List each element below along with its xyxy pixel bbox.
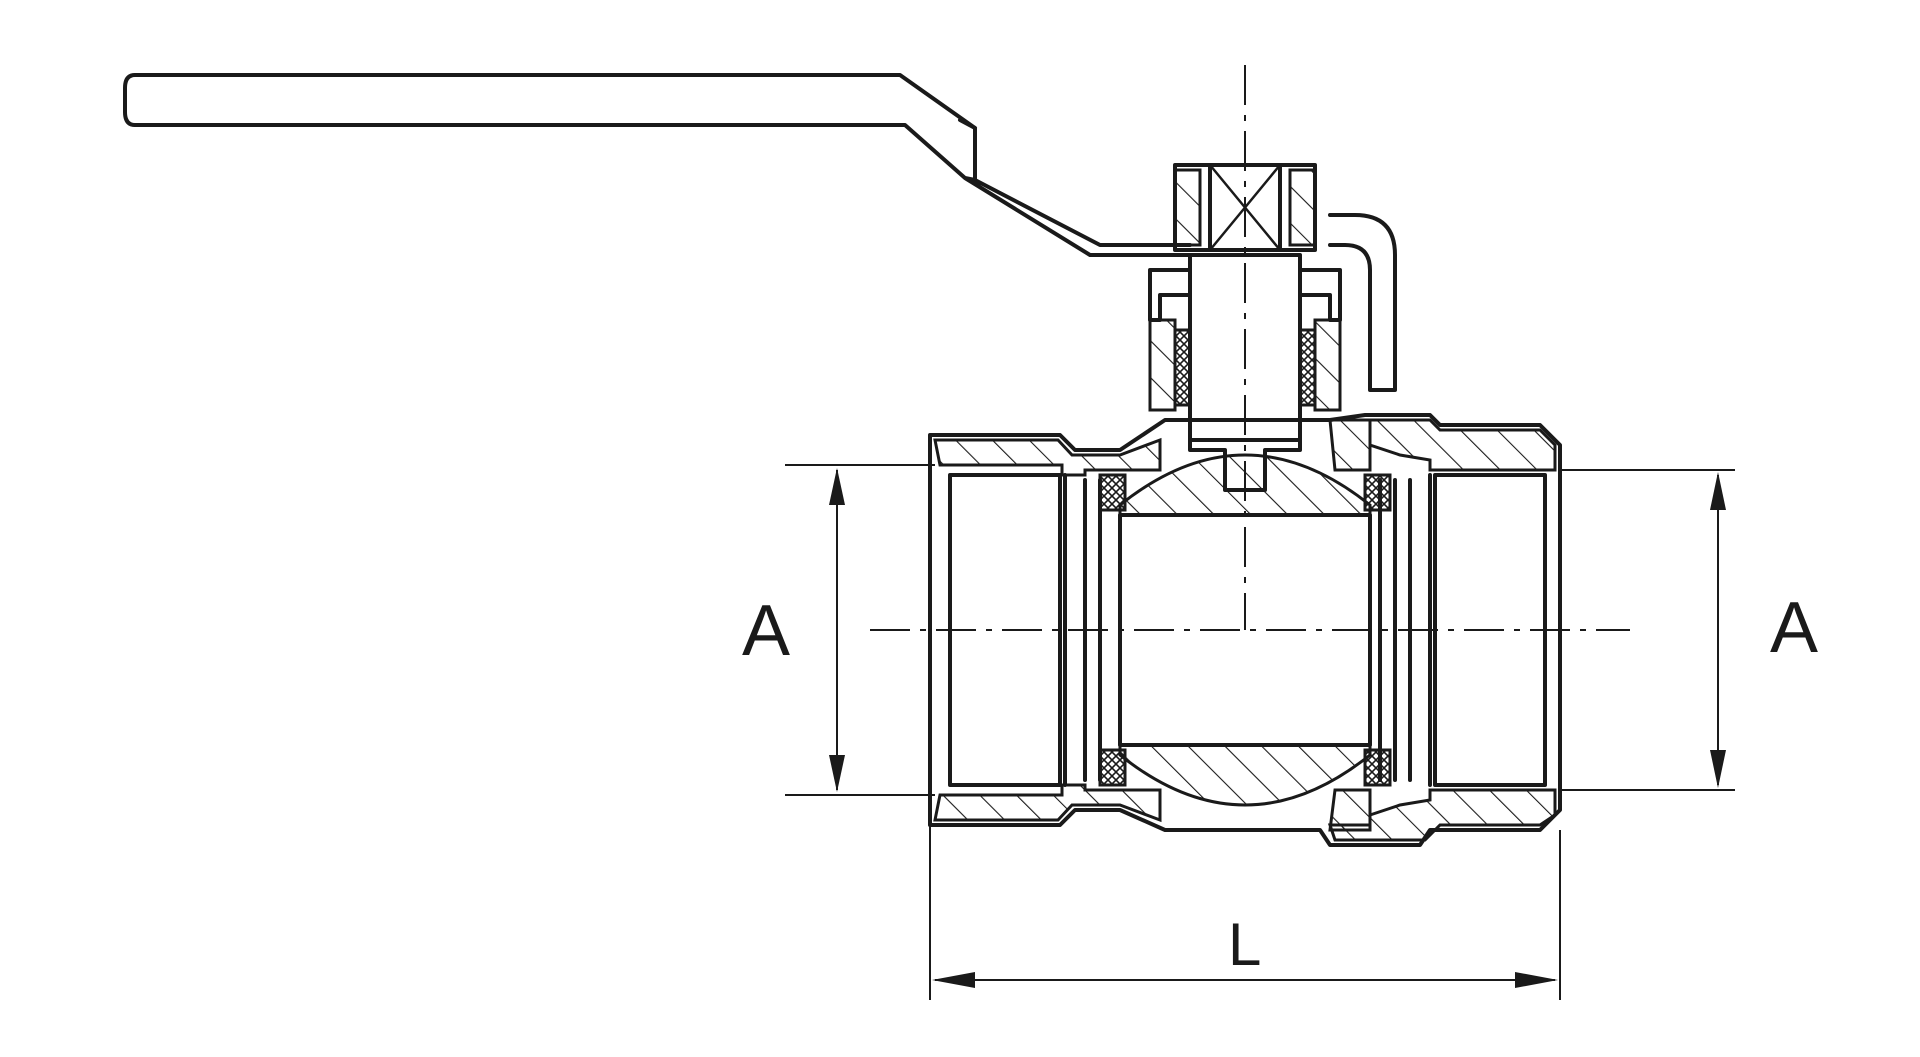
dimension-label-a-right: A (1770, 588, 1818, 668)
ball (1118, 453, 1372, 807)
lever-handle (123, 73, 1397, 392)
dimension-a-left: A (742, 464, 935, 796)
dimension-a-right: A (1560, 469, 1818, 791)
ball-seats (1098, 418, 1392, 832)
dimension-label-a-left: A (742, 591, 790, 671)
centerlines (870, 65, 1630, 631)
dimension-l: L (929, 825, 1561, 1000)
dimension-label-l: L (1228, 911, 1261, 978)
